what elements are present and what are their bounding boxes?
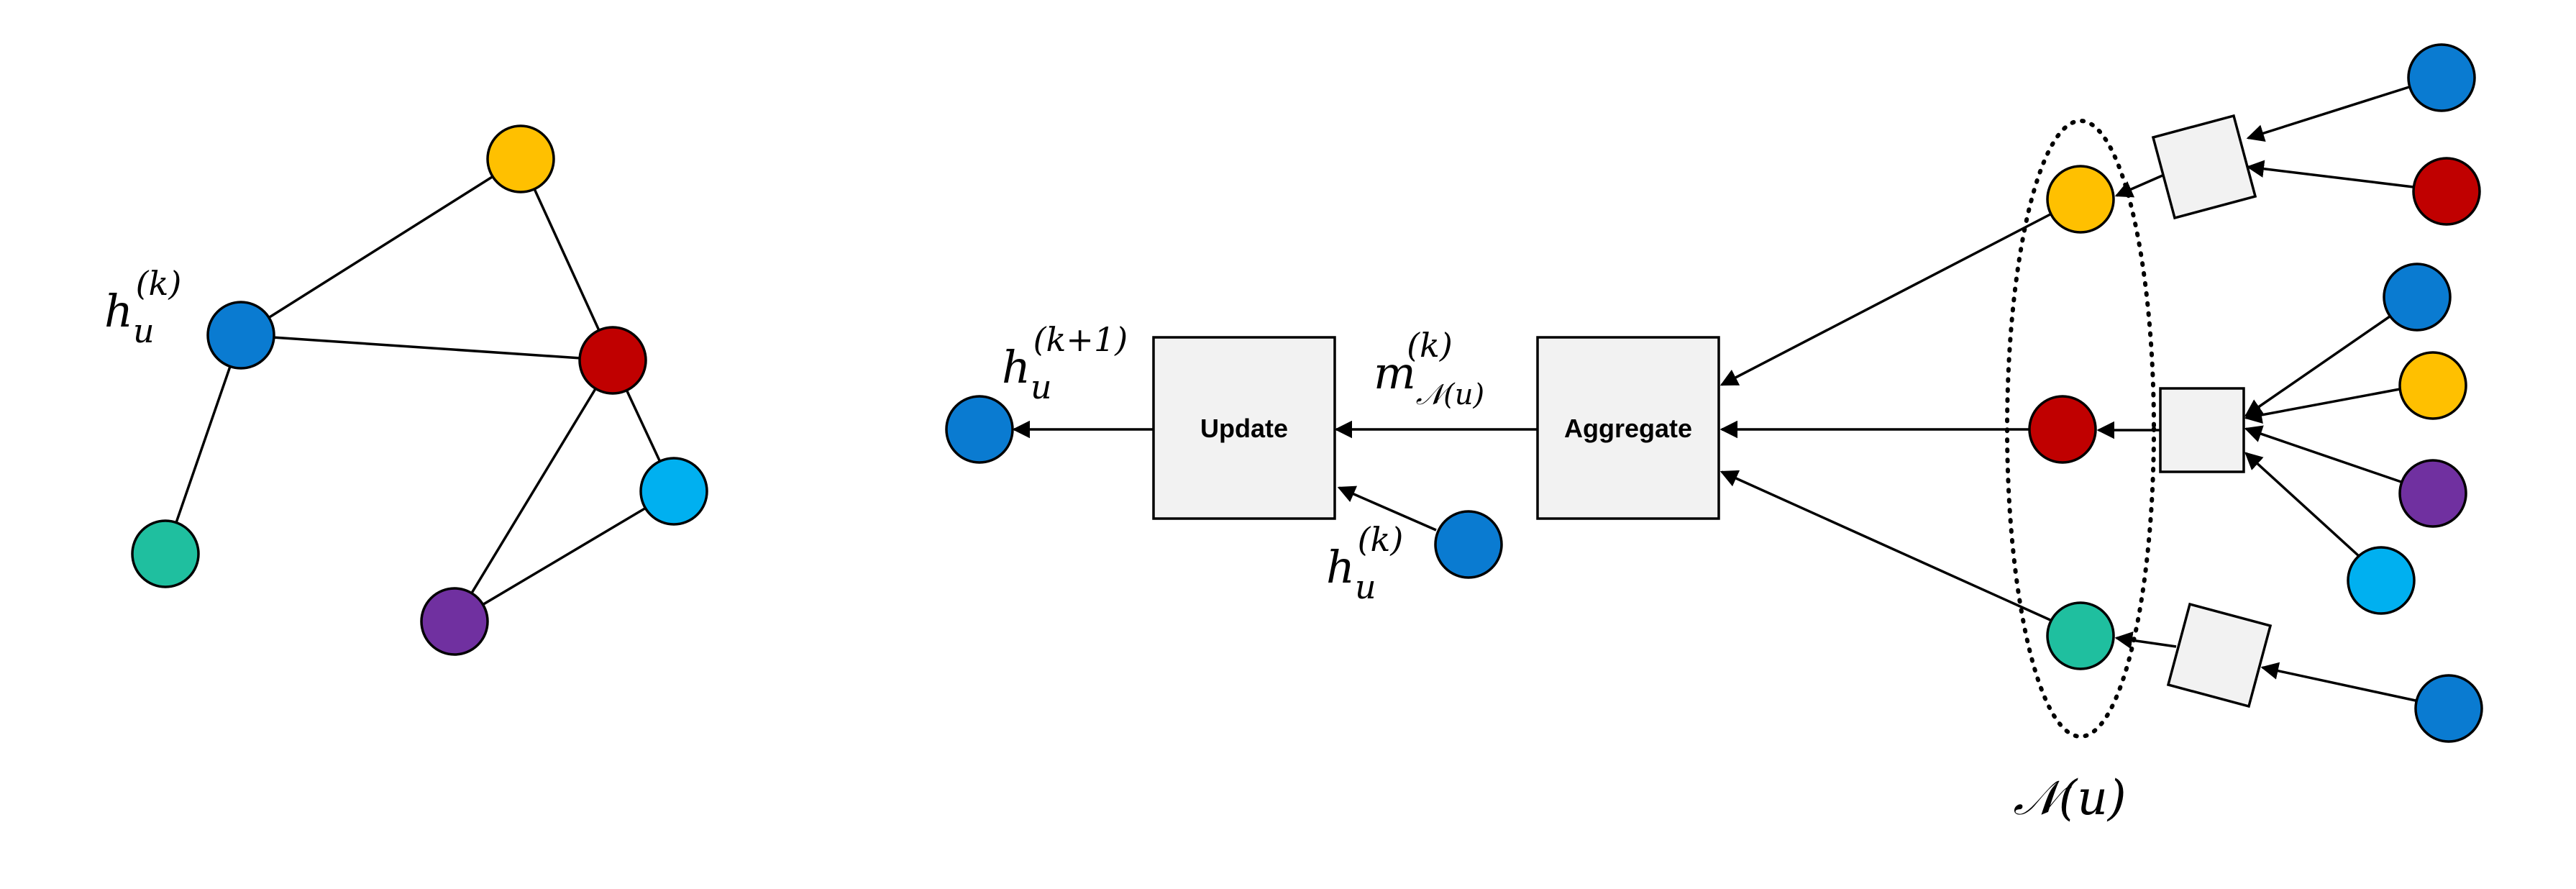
neighbor-red bbox=[2028, 395, 2097, 464]
arrow-hop2-blue-mid bbox=[2244, 315, 2390, 417]
node-output-blue bbox=[945, 395, 1014, 464]
label-m-neighborhood: m𝒩(u)(k) bbox=[1374, 326, 1484, 411]
arrow-subtop-to-yellow bbox=[2114, 174, 2163, 198]
label-neighborhood: 𝒩(u) bbox=[2013, 770, 2126, 826]
label-h-u-k: hu(k) bbox=[104, 264, 181, 350]
node-blue-target bbox=[206, 301, 275, 370]
hop2-blue-bottom bbox=[2414, 674, 2483, 743]
node-red bbox=[578, 326, 647, 395]
neighbor-teal bbox=[2046, 601, 2115, 670]
neighbor-yellow bbox=[2046, 165, 2115, 234]
hop2-red-top bbox=[2412, 157, 2481, 226]
arrow-hop2-blue-bottom bbox=[2260, 662, 2416, 702]
edge-blue-teal bbox=[164, 334, 242, 555]
hop2-cyan-mid bbox=[2347, 546, 2416, 615]
arrow-self-to-update bbox=[1337, 485, 1437, 532]
arrow-teal-to-aggregate bbox=[1719, 470, 2051, 621]
arrow-subbot-to-teal bbox=[2114, 632, 2177, 649]
hop2-blue-mid bbox=[2383, 263, 2452, 332]
arrow-hop2-yellow-mid bbox=[2244, 388, 2401, 424]
arrow-hop2-red-top bbox=[2246, 160, 2414, 188]
hop2-yellow-mid bbox=[2398, 351, 2467, 420]
update-label: Update bbox=[1200, 414, 1288, 443]
sub-aggregator-middle bbox=[2159, 387, 2245, 473]
label-h-u-k-self: hu(k) bbox=[1326, 520, 1403, 606]
sub-aggregator-bottom bbox=[2166, 602, 2273, 708]
sub-aggregator-top bbox=[2151, 114, 2257, 220]
aggregate-box bbox=[1536, 336, 1720, 520]
message-passing-pipeline: hu(k+1) Update Aggregate m𝒩(u)(k) hu(k) … bbox=[945, 43, 2483, 826]
arrow-hop2-blue-top bbox=[2246, 86, 2410, 142]
edge-blue-yellow bbox=[240, 158, 521, 337]
input-graph: hu(k) bbox=[104, 124, 708, 656]
edge-cyan-purple bbox=[454, 490, 675, 623]
node-teal bbox=[131, 519, 200, 588]
node-self-blue bbox=[1434, 510, 1503, 579]
node-cyan bbox=[639, 457, 708, 526]
hop2-purple-mid bbox=[2398, 459, 2467, 528]
arrow-yellow-to-aggregate bbox=[1719, 213, 2051, 386]
edge-blue-red bbox=[240, 334, 613, 362]
label-h-u-k-plus-1: hu(k+1) bbox=[1002, 320, 1128, 406]
edge-red-purple bbox=[453, 360, 614, 622]
node-yellow bbox=[486, 124, 555, 193]
hop2-blue-top bbox=[2407, 43, 2476, 112]
update-box bbox=[1152, 336, 1336, 520]
arrow-hop2-cyan-mid bbox=[2244, 452, 2360, 557]
node-purple bbox=[420, 587, 489, 656]
aggregate-label: Aggregate bbox=[1564, 414, 1692, 443]
edge-yellow-red bbox=[519, 158, 614, 361]
arrow-hop2-purple-mid bbox=[2244, 425, 2402, 483]
